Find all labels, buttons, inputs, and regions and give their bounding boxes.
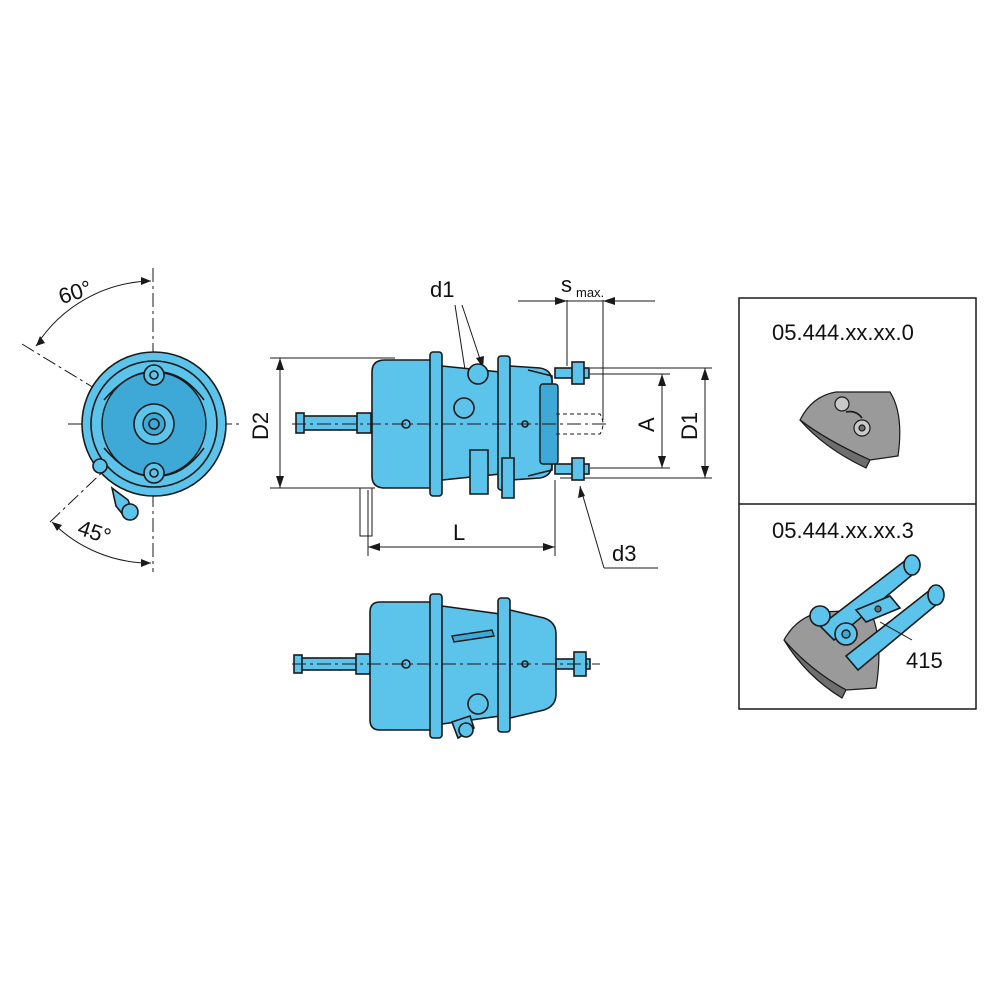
arrowhead [701, 368, 709, 380]
stud-lower-nut [571, 457, 585, 481]
rear-chamber-top [509, 608, 557, 720]
port-top-view [467, 693, 489, 715]
clamp-ring-2-top [497, 597, 511, 733]
port-upper [467, 363, 489, 385]
side-view: D2 A D1 L s max. d1 d [248, 272, 712, 569]
variant-callout-415: 415 [906, 648, 943, 673]
callout-leader [879, 621, 913, 641]
vent-slot [451, 629, 495, 643]
service-chamber-top [369, 601, 433, 731]
arrowhead [52, 522, 62, 531]
angle-label-60: 60° [55, 275, 94, 309]
arrowhead [36, 336, 45, 346]
top-view [292, 593, 600, 740]
variant-panel: 05.444.xx.xx.0 05.444.xx.xx.3 415 [738, 297, 977, 710]
tube-end [903, 554, 921, 576]
arrowhead [658, 374, 666, 386]
nut [809, 605, 831, 627]
stud-bottom-hole [149, 468, 159, 478]
stud-top-hole [149, 370, 159, 380]
variant-3-detail [783, 554, 945, 699]
dim-label-d1: d1 [430, 277, 454, 302]
port-side [92, 458, 108, 474]
slot [845, 410, 863, 419]
bracket [359, 487, 373, 537]
dim-label-s-subscript: max. [576, 285, 604, 300]
end-view: 60° 45° [21, 268, 240, 572]
variant-code-0: 05.444.xx.xx.0 [772, 320, 914, 345]
dim-label-d2: D2 [248, 412, 273, 440]
arrowhead [276, 358, 284, 370]
dim-label-d3: d3 [612, 541, 636, 566]
port-fitting-lower [469, 449, 489, 495]
dim-label-s: s [561, 272, 572, 297]
dim-label-a: A [634, 417, 659, 432]
clamp-ring-top [429, 593, 443, 739]
plate-hole [874, 605, 882, 613]
arrowhead [141, 559, 151, 567]
rod-collar [356, 412, 372, 434]
release-knob [121, 503, 139, 521]
angle-arc-45 [51, 521, 152, 564]
nut-hole [841, 629, 851, 639]
flange-edge [799, 419, 871, 469]
end-view-ring [90, 360, 218, 488]
tube-end [927, 584, 945, 606]
angle-arc-60 [35, 280, 152, 347]
arrowhead [578, 486, 585, 498]
arrowhead [701, 466, 709, 478]
dim-label-d1-upper: D1 [677, 412, 702, 440]
stud-bottom [143, 462, 165, 484]
dim-label-l: L [453, 520, 465, 545]
rod-stroke-hidden [556, 413, 604, 435]
port-lower [453, 397, 475, 419]
arrowhead [658, 456, 666, 468]
push-rod-end [295, 412, 305, 434]
arrowhead [141, 277, 151, 285]
arrowhead [276, 476, 284, 488]
end-view-hub-bore [148, 418, 160, 430]
leader-line [579, 485, 605, 569]
stud-top [143, 364, 165, 386]
arrowhead [555, 297, 567, 305]
knob-top-view [458, 722, 474, 738]
nut-hole [858, 424, 866, 432]
flange-edge [783, 639, 847, 699]
nut [834, 396, 850, 412]
stud-upper-nut [571, 361, 585, 385]
variant-0-detail [799, 391, 901, 469]
end-view-hub-inner [142, 412, 166, 436]
vent-fitting [501, 457, 515, 499]
arrowhead [543, 543, 555, 551]
arrowhead [368, 543, 380, 551]
variant-code-3: 05.444.xx.xx.3 [772, 518, 914, 543]
arrowhead [603, 297, 615, 305]
